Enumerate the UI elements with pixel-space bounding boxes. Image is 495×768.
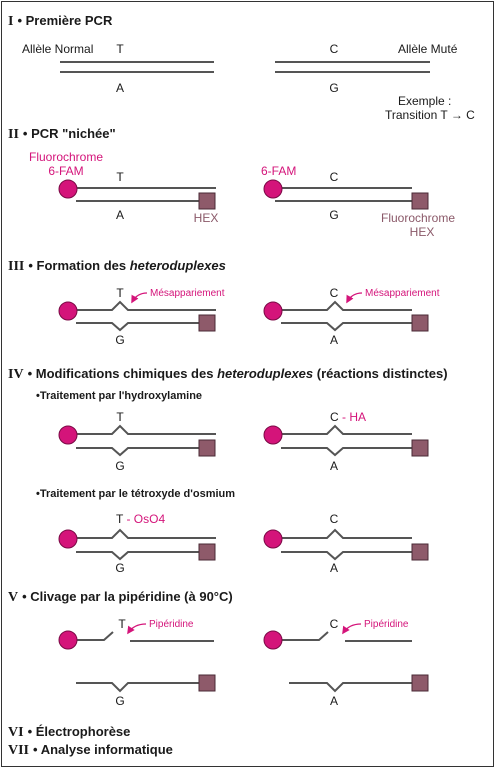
section-3-heading: III• Formation des heteroduplexes — [8, 258, 226, 274]
ha-tag: - HA — [342, 410, 367, 424]
mismatch-arrow-icon — [131, 292, 148, 304]
right-hex-label: HEX — [409, 225, 435, 239]
mismatch-arrow-icon — [346, 292, 363, 304]
treatment-osmium-label: •Traitement par le tétroxyde d'osmium — [36, 488, 236, 500]
s3-left-top-base: T — [116, 286, 124, 300]
s4b-left-top-base: T - OsO4 — [116, 512, 166, 526]
fluorochrome-hex-icon — [411, 314, 429, 332]
s3-right-bottom-strand — [281, 322, 412, 332]
fluorochrome-6fam-icon — [263, 425, 283, 445]
mismatch-label: Mésappariement — [365, 288, 440, 299]
oso4-tag: - OsO4 — [126, 512, 166, 526]
s3-left-bottom-strand — [76, 322, 200, 332]
s4a-right-bottom-base: A — [329, 459, 339, 473]
fluorochrome-hex-icon — [198, 192, 216, 210]
section-2-heading: II• PCR "nichée" — [8, 126, 116, 142]
s4b-right-top-strand — [281, 528, 412, 539]
treatment-hydroxylamine-label: •Traitement par l'hydroxylamine — [36, 390, 203, 402]
mismatch-label: Mésappariement — [150, 288, 225, 299]
s4b-right-bottom-strand — [281, 551, 412, 561]
s4b-left-bottom-strand — [76, 551, 200, 561]
s3-left-bottom-base: G — [115, 333, 125, 347]
s4b-right-bottom-base: A — [329, 561, 339, 575]
s2-left-top-base: T — [116, 170, 124, 184]
fluorochrome-hex-icon — [411, 674, 429, 692]
right-fam-label: 6-FAM — [261, 164, 297, 178]
right-fluorochrome-label: Fluorochrome — [380, 211, 456, 225]
piperidine-arrow-icon — [127, 623, 147, 635]
s1-left-bottom-base: A — [115, 81, 125, 95]
s5-right-top-base: C — [329, 617, 339, 631]
section-4-heading: IV• Modifications chimiques des heterodu… — [8, 366, 448, 382]
fluorochrome-hex-icon — [411, 439, 429, 457]
s3-right-top-strand — [281, 300, 412, 311]
fluorochrome-hex-icon — [198, 439, 216, 457]
s1-right-bottom-base: G — [329, 81, 339, 95]
section-1-heading: I• Première PCR — [8, 13, 113, 29]
transition-label: Transition T → C — [385, 108, 475, 122]
fluorochrome-6fam-icon — [58, 630, 78, 650]
hex-label: HEX — [193, 211, 219, 225]
allele-mute-label: Allèle Muté — [398, 42, 458, 56]
s3-right-bottom-base: A — [329, 333, 339, 347]
section-6-heading: VI• Électrophorèse — [8, 724, 131, 740]
s4b-left-top-strand — [76, 528, 216, 539]
s4a-left-bottom-base: G — [115, 459, 125, 473]
s5-left-bottom-base: G — [115, 694, 125, 708]
s5-left-bottom-strand — [76, 682, 200, 693]
s2-right-top-base: C — [329, 170, 339, 184]
s4b-left-bottom-base: G — [115, 561, 125, 575]
s1-right-top-base: C — [329, 42, 339, 56]
s5-left-top-base: T — [118, 617, 126, 631]
fluorochrome-6fam-icon — [58, 301, 78, 321]
fluorochrome-label: Fluorochrome — [28, 150, 104, 164]
transition-arrow-icon: → — [450, 108, 463, 122]
piperidine-arrow-icon — [342, 623, 362, 635]
s4b-right-top-base: C — [329, 512, 339, 526]
s2-right-bottom-base: G — [329, 208, 339, 222]
fluorochrome-hex-icon — [411, 543, 429, 561]
fluorochrome-6fam-icon — [58, 529, 78, 549]
fluorochrome-hex-icon — [198, 674, 216, 692]
s1-left-top-base: T — [116, 42, 124, 56]
fluorochrome-6fam-icon — [263, 179, 283, 199]
s3-left-top-strand — [76, 300, 216, 311]
fam-label: 6-FAM — [48, 164, 84, 178]
section-7-heading: VII• Analyse informatique — [8, 742, 173, 758]
fluorochrome-hex-icon — [411, 192, 429, 210]
s4a-right-bottom-strand — [281, 447, 412, 457]
s3-right-top-base: C — [329, 286, 339, 300]
s4a-right-top-strand — [281, 424, 412, 435]
s4a-left-top-base: T — [116, 410, 124, 424]
allele-normal-label: Allèle Normal — [22, 42, 94, 56]
section-5-heading: V• Clivage par la pipéridine (à 90°C) — [8, 589, 233, 605]
fluorochrome-6fam-icon — [263, 529, 283, 549]
fluorochrome-6fam-icon — [58, 425, 78, 445]
example-label: Exemple : — [398, 94, 452, 108]
fluorochrome-6fam-icon — [263, 630, 283, 650]
s5-right-bottom-base: A — [329, 694, 339, 708]
fluorochrome-hex-icon — [198, 543, 216, 561]
fluorochrome-6fam-icon — [58, 179, 78, 199]
s4a-left-bottom-strand — [76, 447, 200, 457]
s4a-left-top-strand — [76, 424, 216, 435]
fluorochrome-6fam-icon — [263, 301, 283, 321]
s5-left-cut-fragment — [76, 631, 114, 641]
s4a-right-top-base: C - HA — [330, 410, 367, 424]
s5-right-cut-fragment — [281, 631, 329, 641]
piperidine-label: Pipéridine — [364, 619, 409, 630]
s2-left-bottom-base: A — [115, 208, 125, 222]
piperidine-label: Pipéridine — [149, 619, 194, 630]
s5-right-bottom-strand — [289, 682, 412, 693]
fluorochrome-hex-icon — [198, 314, 216, 332]
